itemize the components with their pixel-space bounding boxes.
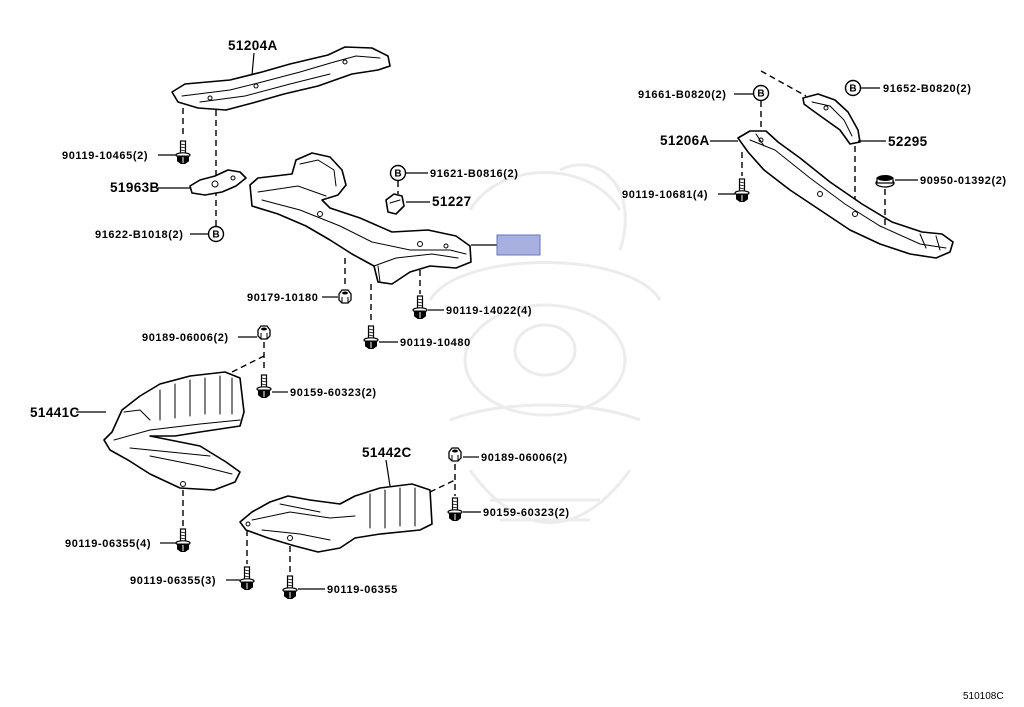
label-51441c: 51441C xyxy=(30,405,80,420)
figure-id: 510108C xyxy=(963,691,1004,702)
bolt-90119-14022 xyxy=(412,295,428,320)
bolt-90159-60323-left xyxy=(256,374,272,399)
part-51442c-cover xyxy=(239,483,433,553)
label-90119-10681: 90119-10681(4) xyxy=(622,189,708,201)
bolt-90119-06355-3 xyxy=(239,566,255,591)
label-52295: 52295 xyxy=(888,134,928,149)
b-marker: B xyxy=(844,79,862,97)
label-91652-b0820: 91652-B0820(2) xyxy=(883,83,972,95)
bolt-90119-06355-4 xyxy=(175,528,191,553)
watermark xyxy=(428,163,662,524)
bolt-90119-10480 xyxy=(363,325,379,350)
bolt-90119-06355 xyxy=(282,575,298,600)
grommet-90950-01392 xyxy=(875,175,895,188)
label-90950-01392: 90950-01392(2) xyxy=(920,175,1007,187)
label-90179-10180: 90179-10180 xyxy=(247,292,318,304)
label-91661-b0820: 91661-B0820(2) xyxy=(638,89,727,101)
leader-51442c xyxy=(385,459,391,487)
bolt-90159-60323-right xyxy=(447,497,463,522)
label-90119-14022: 90119-14022(4) xyxy=(446,305,532,317)
label-51204a: 51204A xyxy=(228,38,278,53)
label-90159-60323-right: 90159-60323(2) xyxy=(483,507,570,519)
label-91621-b0816: 91621-B0816(2) xyxy=(430,168,519,180)
part-51227-stopper xyxy=(385,193,405,215)
part-center-crossmember xyxy=(249,152,472,285)
svg-text:B: B xyxy=(394,169,401,180)
svg-text:B: B xyxy=(757,89,764,100)
label-90189-06006-left: 90189-06006(2) xyxy=(142,332,229,344)
label-90119-10480: 90119-10480 xyxy=(400,337,471,349)
part-51206a-member xyxy=(737,130,954,259)
part-51204a-frame xyxy=(171,46,391,111)
part-51963b-bracket xyxy=(189,169,247,196)
label-51442c: 51442C xyxy=(362,445,412,460)
dash-line xyxy=(429,479,456,493)
highlight-hotspot[interactable] xyxy=(496,234,541,256)
b-marker: B xyxy=(752,84,770,102)
label-51963b: 51963B xyxy=(110,180,160,195)
bolt-90119-10465 xyxy=(175,140,191,165)
label-90159-60323-left: 90159-60323(2) xyxy=(290,387,377,399)
part-51441c-cover xyxy=(103,371,245,491)
nut-90179-10180 xyxy=(338,289,352,304)
label-91622-b1018: 91622-B1018(2) xyxy=(95,229,184,241)
label-51206a: 51206A xyxy=(660,133,710,148)
dash-line xyxy=(231,355,265,373)
label-90189-06006-right: 90189-06006(2) xyxy=(481,452,568,464)
label-90119-06355-3: 90119-06355(3) xyxy=(130,575,216,587)
dash-line xyxy=(760,70,807,97)
nut-90189-06006-right xyxy=(448,447,462,462)
bolt-90119-10681 xyxy=(734,178,750,203)
nut-90189-06006-left xyxy=(257,325,271,340)
leader-51204a xyxy=(251,52,255,76)
label-51227: 51227 xyxy=(432,194,472,209)
svg-text:B: B xyxy=(212,230,219,241)
svg-text:B: B xyxy=(849,84,856,95)
label-90119-06355: 90119-06355 xyxy=(327,584,398,596)
label-90119-10465: 90119-10465(2) xyxy=(62,150,148,162)
label-90119-06355-4: 90119-06355(4) xyxy=(65,538,151,550)
b-marker: B xyxy=(207,225,225,243)
part-52295-bracket xyxy=(802,93,861,145)
b-marker: B xyxy=(389,164,407,182)
